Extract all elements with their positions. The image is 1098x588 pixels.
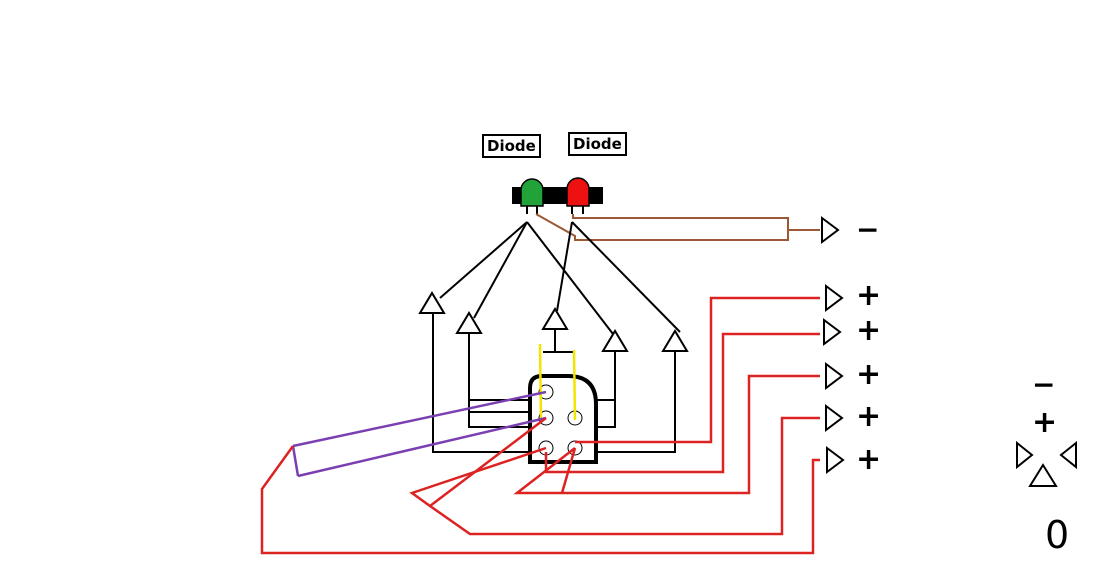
red-wires: [260, 296, 820, 555]
legend-zero-sign: 0: [1045, 513, 1070, 557]
legend-minus-sign: −: [1032, 368, 1056, 401]
diode-label-green: Diode: [482, 134, 541, 158]
yellow-wires: [538, 343, 577, 421]
legend-triangles: [1016, 440, 1077, 487]
red-led-icon: [566, 177, 590, 214]
legend-plus-sign: +: [1032, 405, 1058, 440]
black-led-wires: [439, 221, 681, 335]
terminal-plus-sign-4: +: [856, 399, 882, 434]
brown-wire: [535, 213, 789, 241]
diode-label-red: Diode: [568, 132, 627, 156]
connector-arrows: [418, 291, 689, 352]
terminal-plus-sign-2: +: [856, 313, 882, 348]
green-led-icon: [520, 178, 544, 214]
terminal-plus-sign-3: +: [856, 357, 882, 392]
terminal-minus-sign: −: [856, 213, 880, 246]
terminal-arrows: [821, 216, 845, 474]
purple-wires: [291, 390, 547, 478]
terminal-plus-sign-1: +: [856, 278, 882, 313]
terminal-plus-sign-5: +: [856, 442, 882, 477]
